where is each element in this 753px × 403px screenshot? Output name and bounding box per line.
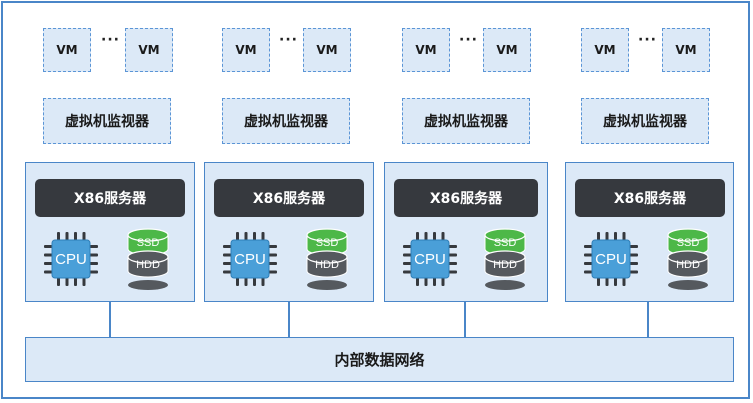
x86-server: X86服务器 CPU SSD HDD — [204, 162, 374, 302]
network-label: 内部数据网络 — [334, 351, 425, 369]
disk-stack-icon: SSD HDD — [127, 228, 169, 290]
network-connector — [464, 302, 466, 337]
ssd-disk: SSD — [484, 228, 526, 256]
disk-stack-icon: SSD HDD — [306, 228, 348, 290]
server-title: X86服务器 — [394, 179, 538, 217]
vm-label: VM — [415, 43, 437, 57]
vm-label: VM — [138, 43, 160, 57]
ellipsis: ··· — [279, 32, 298, 48]
cpu-chip-icon: CPU — [403, 232, 457, 286]
x86-server: X86服务器 CPU SSD HDD — [565, 162, 734, 302]
cpu-label: CPU — [414, 251, 446, 268]
hdd-base — [485, 280, 525, 290]
server-title: X86服务器 — [214, 179, 364, 217]
cpu-pins — [584, 232, 638, 286]
hdd-disk-label: HDD — [493, 259, 517, 271]
ssd-disk: SSD — [127, 228, 169, 256]
network-connector — [109, 302, 111, 337]
vm-box: VM — [662, 28, 710, 72]
cpu-pins — [403, 232, 457, 286]
cpu-body — [591, 239, 631, 279]
hdd-disk-label: HDD — [315, 259, 339, 271]
hdd-base — [307, 280, 347, 290]
ellipsis: ··· — [459, 32, 478, 48]
hypervisor-box: 虚拟机监视器 — [402, 98, 530, 144]
vm-label: VM — [316, 43, 338, 57]
hdd-disk-label: HDD — [136, 259, 160, 271]
vm-box: VM — [483, 28, 531, 72]
hypervisor-box: 虚拟机监视器 — [43, 98, 171, 144]
cpu-body — [230, 239, 270, 279]
hypervisor-label: 虚拟机监视器 — [424, 114, 508, 130]
cpu-pins — [44, 232, 98, 286]
hypervisor-label: 虚拟机监视器 — [244, 114, 328, 130]
hdd-disk: HDD — [667, 250, 709, 278]
vm-label: VM — [56, 43, 78, 57]
hypervisor-box: 虚拟机监视器 — [222, 98, 350, 144]
hdd-disk: HDD — [306, 250, 348, 278]
network-connector — [647, 302, 649, 337]
vm-box: VM — [222, 28, 270, 72]
ellipsis: ··· — [101, 32, 120, 48]
internal-data-network: 内部数据网络 — [25, 337, 734, 382]
hdd-disk-label: HDD — [676, 259, 700, 271]
hdd-base — [128, 280, 168, 290]
vm-box: VM — [402, 28, 450, 72]
cpu-chip-icon: CPU — [223, 232, 277, 286]
hdd-disk: HDD — [127, 250, 169, 278]
ssd-disk-label: SSD — [494, 237, 517, 249]
cpu-pins — [223, 232, 277, 286]
network-connector — [288, 302, 290, 337]
vm-box: VM — [43, 28, 91, 72]
x86-server: X86服务器 CPU SSD HDD — [25, 162, 195, 302]
vm-box: VM — [303, 28, 351, 72]
server-title: X86服务器 — [35, 179, 185, 217]
cpu-label: CPU — [595, 251, 627, 268]
ssd-disk-label: SSD — [316, 237, 339, 249]
server-title: X86服务器 — [575, 179, 725, 217]
hypervisor-label: 虚拟机监视器 — [603, 114, 687, 130]
cpu-chip-icon: CPU — [44, 232, 98, 286]
vm-label: VM — [675, 43, 697, 57]
vm-box: VM — [581, 28, 629, 72]
cpu-body — [410, 239, 450, 279]
ssd-disk-label: SSD — [677, 237, 700, 249]
ellipsis: ··· — [638, 32, 657, 48]
hypervisor-label: 虚拟机监视器 — [65, 114, 149, 130]
hdd-base — [668, 280, 708, 290]
hdd-disk: HDD — [484, 250, 526, 278]
cpu-body — [51, 239, 91, 279]
hypervisor-box: 虚拟机监视器 — [581, 98, 709, 144]
ssd-disk-label: SSD — [137, 237, 160, 249]
disk-stack-icon: SSD HDD — [667, 228, 709, 290]
cpu-label: CPU — [234, 251, 266, 268]
vm-label: VM — [594, 43, 616, 57]
x86-server: X86服务器 CPU SSD HDD — [384, 162, 548, 302]
disk-stack-icon: SSD HDD — [484, 228, 526, 290]
cpu-label: CPU — [55, 251, 87, 268]
vm-label: VM — [235, 43, 257, 57]
ssd-disk: SSD — [306, 228, 348, 256]
vm-label: VM — [496, 43, 518, 57]
cpu-chip-icon: CPU — [584, 232, 638, 286]
vm-box: VM — [125, 28, 173, 72]
